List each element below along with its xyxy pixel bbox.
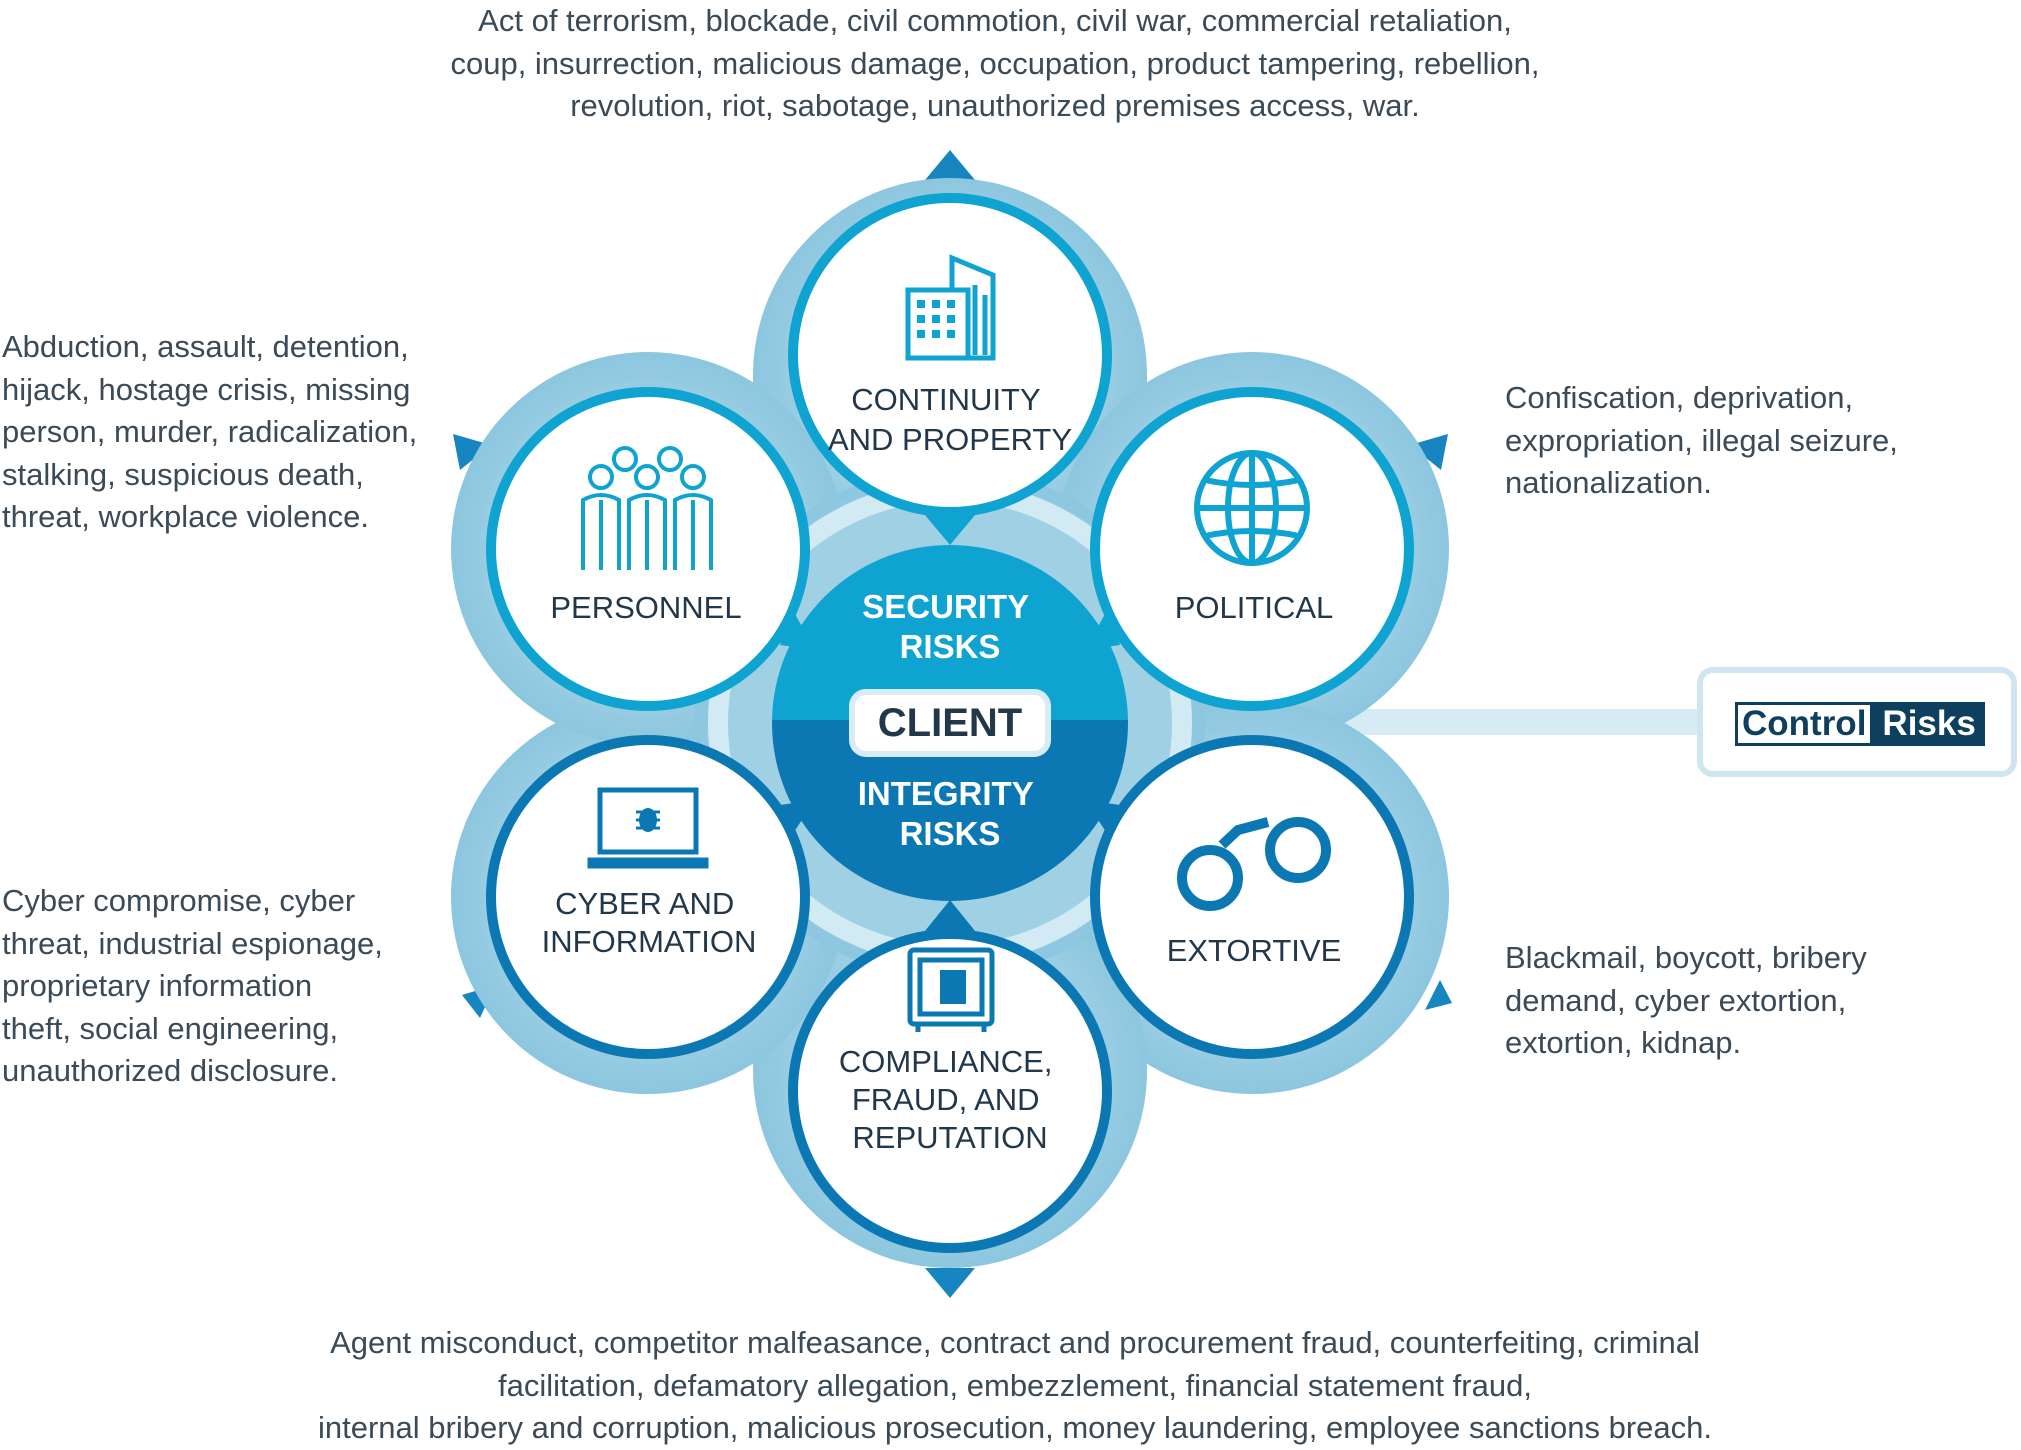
description-political: Confiscation, deprivation, expropriation… [1505,380,1898,500]
label-extortive: EXTORTIVE [1167,933,1342,968]
integrity-risks-disc [772,720,1128,901]
description-compliance: Agent misconduct, competitor malfeasance… [317,1325,1713,1445]
security-risks-disc [772,545,1128,720]
label-compliance: COMPLIANCE, FRAUD, AND REPUTATION [839,1044,1061,1155]
label-cyber: CYBER AND INFORMATION [542,886,757,959]
label-personnel: PERSONNEL [550,590,741,625]
safe-icon [907,947,995,1032]
laptop-bug-icon [587,787,709,869]
arrow-lower-right [1425,980,1452,1010]
globe-icon [1194,450,1310,566]
label-continuity: CONTINUITY AND PROPERTY [828,382,1072,457]
description-continuity: Act of terrorism, blockade, civil commot… [450,3,1540,123]
circle-compliance [788,900,1112,1253]
security-risks-title: SECURITY RISKS [862,588,1037,665]
client-label: CLIENT [878,701,1022,745]
circle-personnel [486,387,815,711]
control-risks-logo: Control Risks [1735,702,1985,746]
building-icon [905,254,996,361]
description-cyber: Cyber compromise, cyber threat, industri… [2,883,383,1088]
description-personnel: Abduction, assault, detention, hijack, h… [2,329,418,534]
client-box [849,689,1051,757]
arrow-top [925,150,975,180]
arrow-bottom [925,1268,975,1298]
handcuffs-icon [1177,817,1331,911]
label-political: POLITICAL [1175,590,1334,625]
people-icon [581,446,713,570]
circle-cyber [486,735,815,1059]
arrow-upper-right [1410,434,1448,470]
arrow-upper-left [453,434,491,470]
description-extortive: Blackmail, boycott, bribery demand, cybe… [1505,940,1867,1060]
circle-political [1085,387,1414,711]
integrity-risks-title: INTEGRITY RISKS [858,775,1043,852]
logo-box: Control Risks [1697,667,2017,777]
circle-extortive [1085,735,1414,1059]
